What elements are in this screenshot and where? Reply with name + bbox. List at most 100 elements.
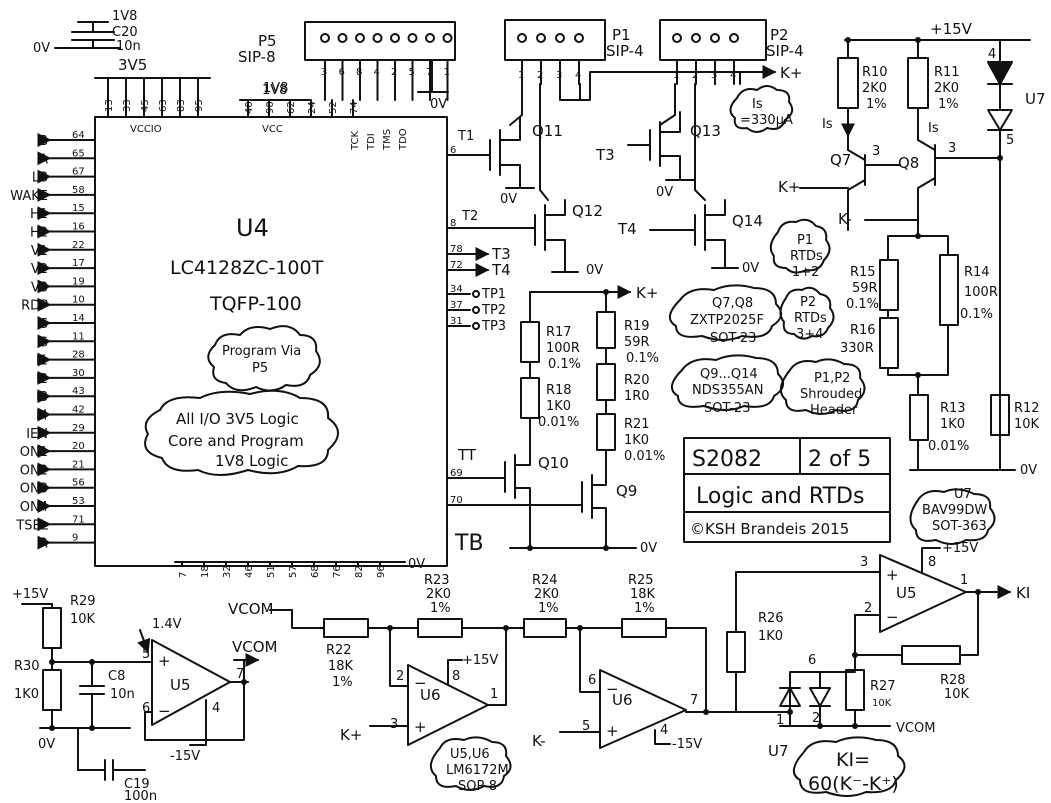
u5-gain-pin1: 1 <box>960 573 968 588</box>
vcom-mid-label: VCOM <box>228 600 273 618</box>
note-rtd-34: P2 RTDs 3+4 <box>779 286 835 342</box>
u5-gain-pin8: 8 <box>928 555 936 570</box>
note-program-via: Program Via P5 <box>207 325 321 392</box>
u6b-pin5: 5 <box>582 719 590 734</box>
q9-transistor: Q9 TB <box>447 474 637 556</box>
u4-1v8-label: 1V8 <box>262 83 287 98</box>
r13-ref: R13 <box>940 401 966 416</box>
u5-buffer-pin7: 7 <box>236 667 244 682</box>
u4-left-pin-number: 58 <box>72 185 85 196</box>
u4-vcc-pin-number: 24 <box>307 101 318 114</box>
q13-gate-label: T3 <box>595 146 615 164</box>
r30-ref: R30 <box>14 659 40 674</box>
r19-ref: R19 <box>624 319 650 334</box>
p5-ref: P5 <box>258 32 277 50</box>
u6b-k-minus: K- <box>532 732 546 750</box>
u4-left-pin-number: 10 <box>72 295 85 306</box>
u5-buffer-pin5: 5 <box>142 647 150 662</box>
ki-output-label: KI <box>1016 584 1030 602</box>
r23-v1: 2K0 <box>426 587 451 602</box>
u6a-pin8: 8 <box>452 669 460 684</box>
q9-zero-v: 0V <box>640 541 657 556</box>
title-number: S2082 <box>692 447 762 472</box>
u5-gain-ref: U5 <box>896 584 917 602</box>
u7-clamp-diodes: 6 1 2 U7 <box>735 653 856 760</box>
r10-v2: 1% <box>866 97 887 112</box>
u4-left-pin-number: 11 <box>72 331 85 342</box>
q9-gate-label: TB <box>454 531 484 556</box>
p1-ref: P1 <box>612 26 631 44</box>
u6b-pin4: 4 <box>660 723 668 738</box>
p1-pin-hole <box>555 33 565 43</box>
u4-bottom-pin-number: 57 <box>288 565 299 578</box>
u4-left-pin-number: 29 <box>72 423 85 434</box>
u4-right-pin-number: 37 <box>450 300 463 311</box>
u4-left-pin-number: 30 <box>72 368 85 379</box>
r23-v2: 1% <box>430 601 451 616</box>
u4-left-pin-number: 28 <box>72 350 85 361</box>
u4-left-pin-number: 19 <box>72 276 85 287</box>
u4-testpoint <box>472 290 480 298</box>
u4-left-pin-name: I2 <box>36 372 48 387</box>
p5-pin-hole <box>320 33 330 43</box>
u5-buffer-ref: U5 <box>170 676 191 694</box>
r26-ref: R26 <box>758 611 784 626</box>
u4-jtag-label: TDI <box>366 133 377 151</box>
note-program-via-line2: P5 <box>252 361 268 376</box>
r13-v2: 0.01% <box>928 439 969 454</box>
r25-v1: 18K <box>630 587 656 602</box>
r17-v2: 0.1% <box>548 357 581 372</box>
r21-v2: 0.01% <box>624 449 665 464</box>
r10-resistor <box>837 57 859 109</box>
title-copyright: ©KSH Brandeis 2015 <box>690 520 849 538</box>
r20-v1: 1R0 <box>624 389 650 404</box>
u4-left-pin-number: 64 <box>72 130 85 141</box>
r16-resistor <box>879 317 899 369</box>
u4-bottom-pin-number: 76 <box>332 565 343 578</box>
r11-ref: R11 <box>934 65 960 80</box>
u4-left-pin-name: ON1 <box>20 445 48 460</box>
u4-left-pin-name: V3 <box>31 280 48 295</box>
r14-ref: R14 <box>964 265 990 280</box>
u4-vcc-pin-number: 40 <box>244 101 255 114</box>
r11-v2: 1% <box>938 97 959 112</box>
p2-type: SIP-4 <box>766 42 804 60</box>
q7-ref: Q7 <box>830 151 851 169</box>
r24-v2: 1% <box>538 601 559 616</box>
q10-transistor: Q10 TT <box>447 446 569 549</box>
note-rtd34-line3: 3+4 <box>796 327 823 342</box>
c20-value: 10n <box>116 39 141 54</box>
p1-pin-hole <box>517 33 527 43</box>
u4-left-pin-name: V2 <box>31 262 48 277</box>
q13-transistor: Q13 T3 0V <box>595 111 721 200</box>
q7-pin3: 3 <box>872 144 880 159</box>
r18-v2: 0.01% <box>538 415 579 430</box>
r10-v1: 2K0 <box>862 81 887 96</box>
q9-ref: Q9 <box>616 482 637 500</box>
r22-ref: R22 <box>326 643 352 658</box>
r17-v1: 100R <box>546 341 580 356</box>
r30-v1: 1K0 <box>14 687 39 702</box>
is-label-right: Is <box>928 121 939 136</box>
p2-pin-hole <box>672 33 682 43</box>
u6a-pin2: 2 <box>396 669 404 684</box>
note-u7-line1: U7 <box>954 487 972 502</box>
u4-vccio-label: VCCIO <box>130 124 162 135</box>
q11-transistor: Q11 T1 0V <box>447 117 563 207</box>
c20-capacitor: 1V8 C20 10n 0V <box>33 9 141 56</box>
u4-left-pin-name: ON3 <box>20 482 48 497</box>
r18-v1: 1K0 <box>546 399 571 414</box>
u4-left-pin-name: WAKE <box>10 189 48 204</box>
u4-right-pin-number: 69 <box>450 468 463 479</box>
u5-gain-opamp: U5 + − 3 2 1 8 +15V KI R28 10K <box>852 541 1030 702</box>
note-rtd34-line1: P2 <box>800 295 816 310</box>
r11-v1: 2K0 <box>934 81 959 96</box>
note-hdr-line2: Shrouded <box>800 387 862 402</box>
u4-left-pin-name: I4 <box>36 409 48 424</box>
r29-v1: 10K <box>70 612 96 627</box>
u6b-pin7: 7 <box>690 693 698 708</box>
r15-v1: 59R <box>852 281 878 296</box>
r22-resistor <box>323 618 369 638</box>
u4-left-pin-number: 65 <box>72 148 85 159</box>
